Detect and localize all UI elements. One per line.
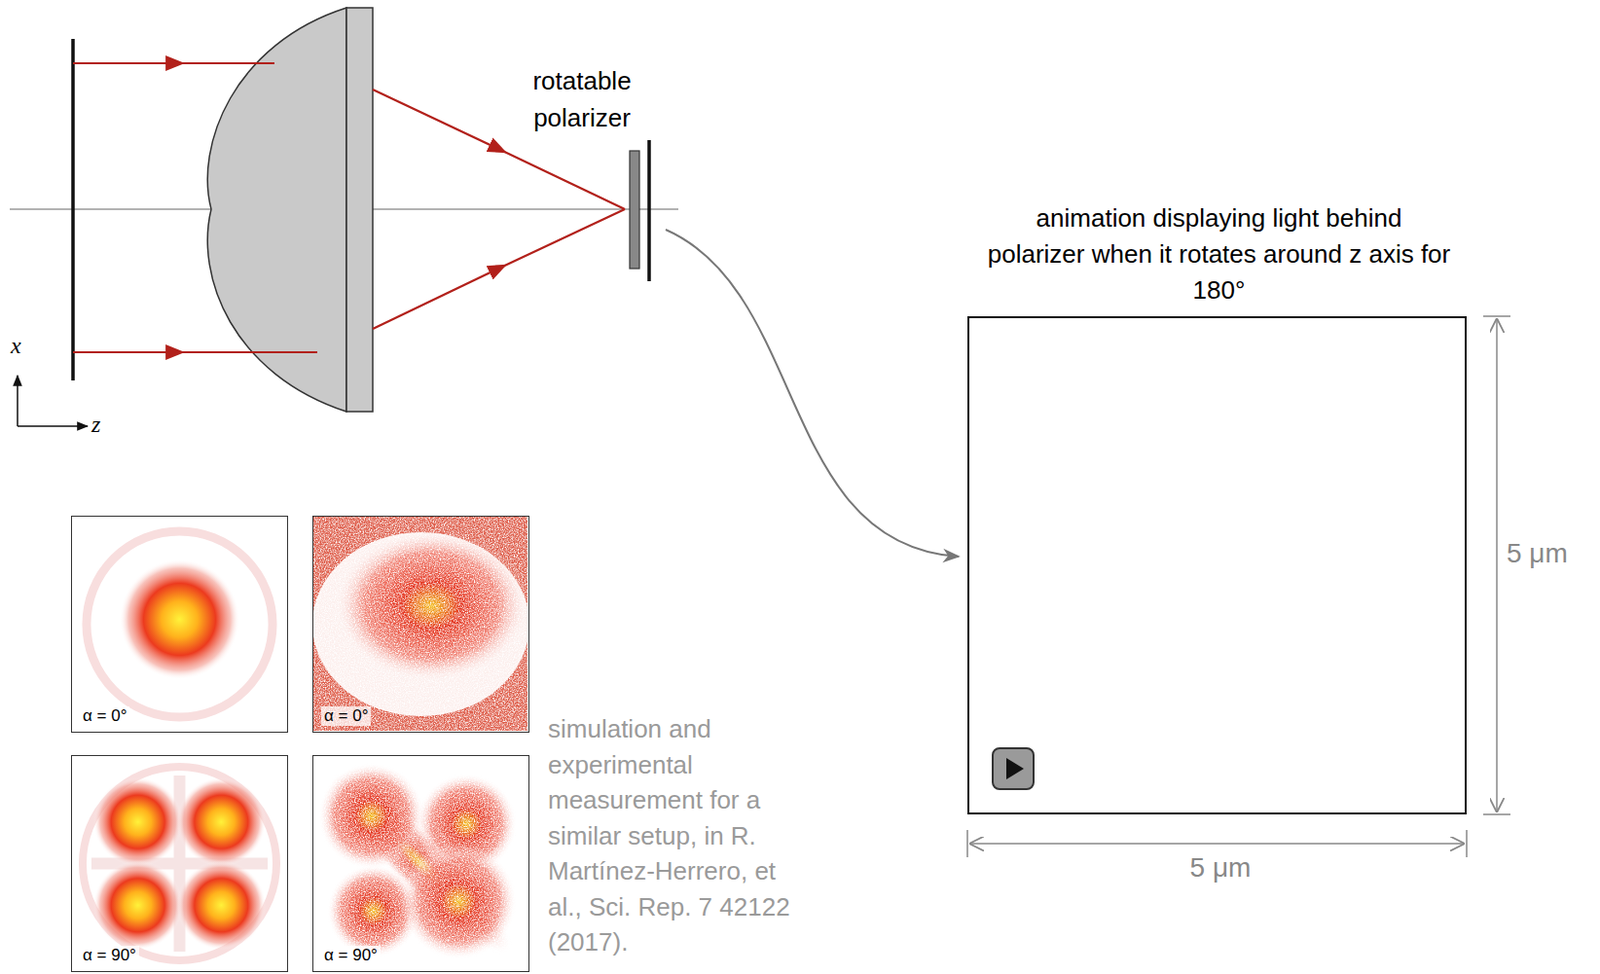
beam-profile-panel: α = 90° xyxy=(71,755,289,973)
angle-label: α = 90° xyxy=(321,945,381,966)
angle-label: α = 0° xyxy=(79,706,130,727)
intensity-image xyxy=(313,756,528,971)
play-button xyxy=(990,746,1036,792)
animation-frame: animation displaying light behind polari… xyxy=(967,316,1467,815)
beam-profile-panel: α = 0° xyxy=(71,515,289,733)
axis-label: x xyxy=(10,332,22,360)
angle-label: α = 90° xyxy=(79,945,140,966)
intensity-image xyxy=(72,516,287,731)
axis-label: z xyxy=(91,411,101,438)
dimension-label: 5 μm xyxy=(1506,538,1568,570)
beam-profile-panel: α = 0° xyxy=(312,515,530,733)
reference-note: simulation and experimental measurement … xyxy=(547,711,809,961)
intensity-image xyxy=(313,516,528,731)
animation-title: animation displaying light behind polari… xyxy=(985,200,1454,309)
angle-label: α = 0° xyxy=(321,706,371,727)
part-name: rotatable polarizer xyxy=(513,62,651,137)
intensity-image xyxy=(72,756,287,971)
dimension-label: 5 μm xyxy=(1186,852,1256,884)
beam-profile-panel: α = 90° xyxy=(312,755,530,973)
